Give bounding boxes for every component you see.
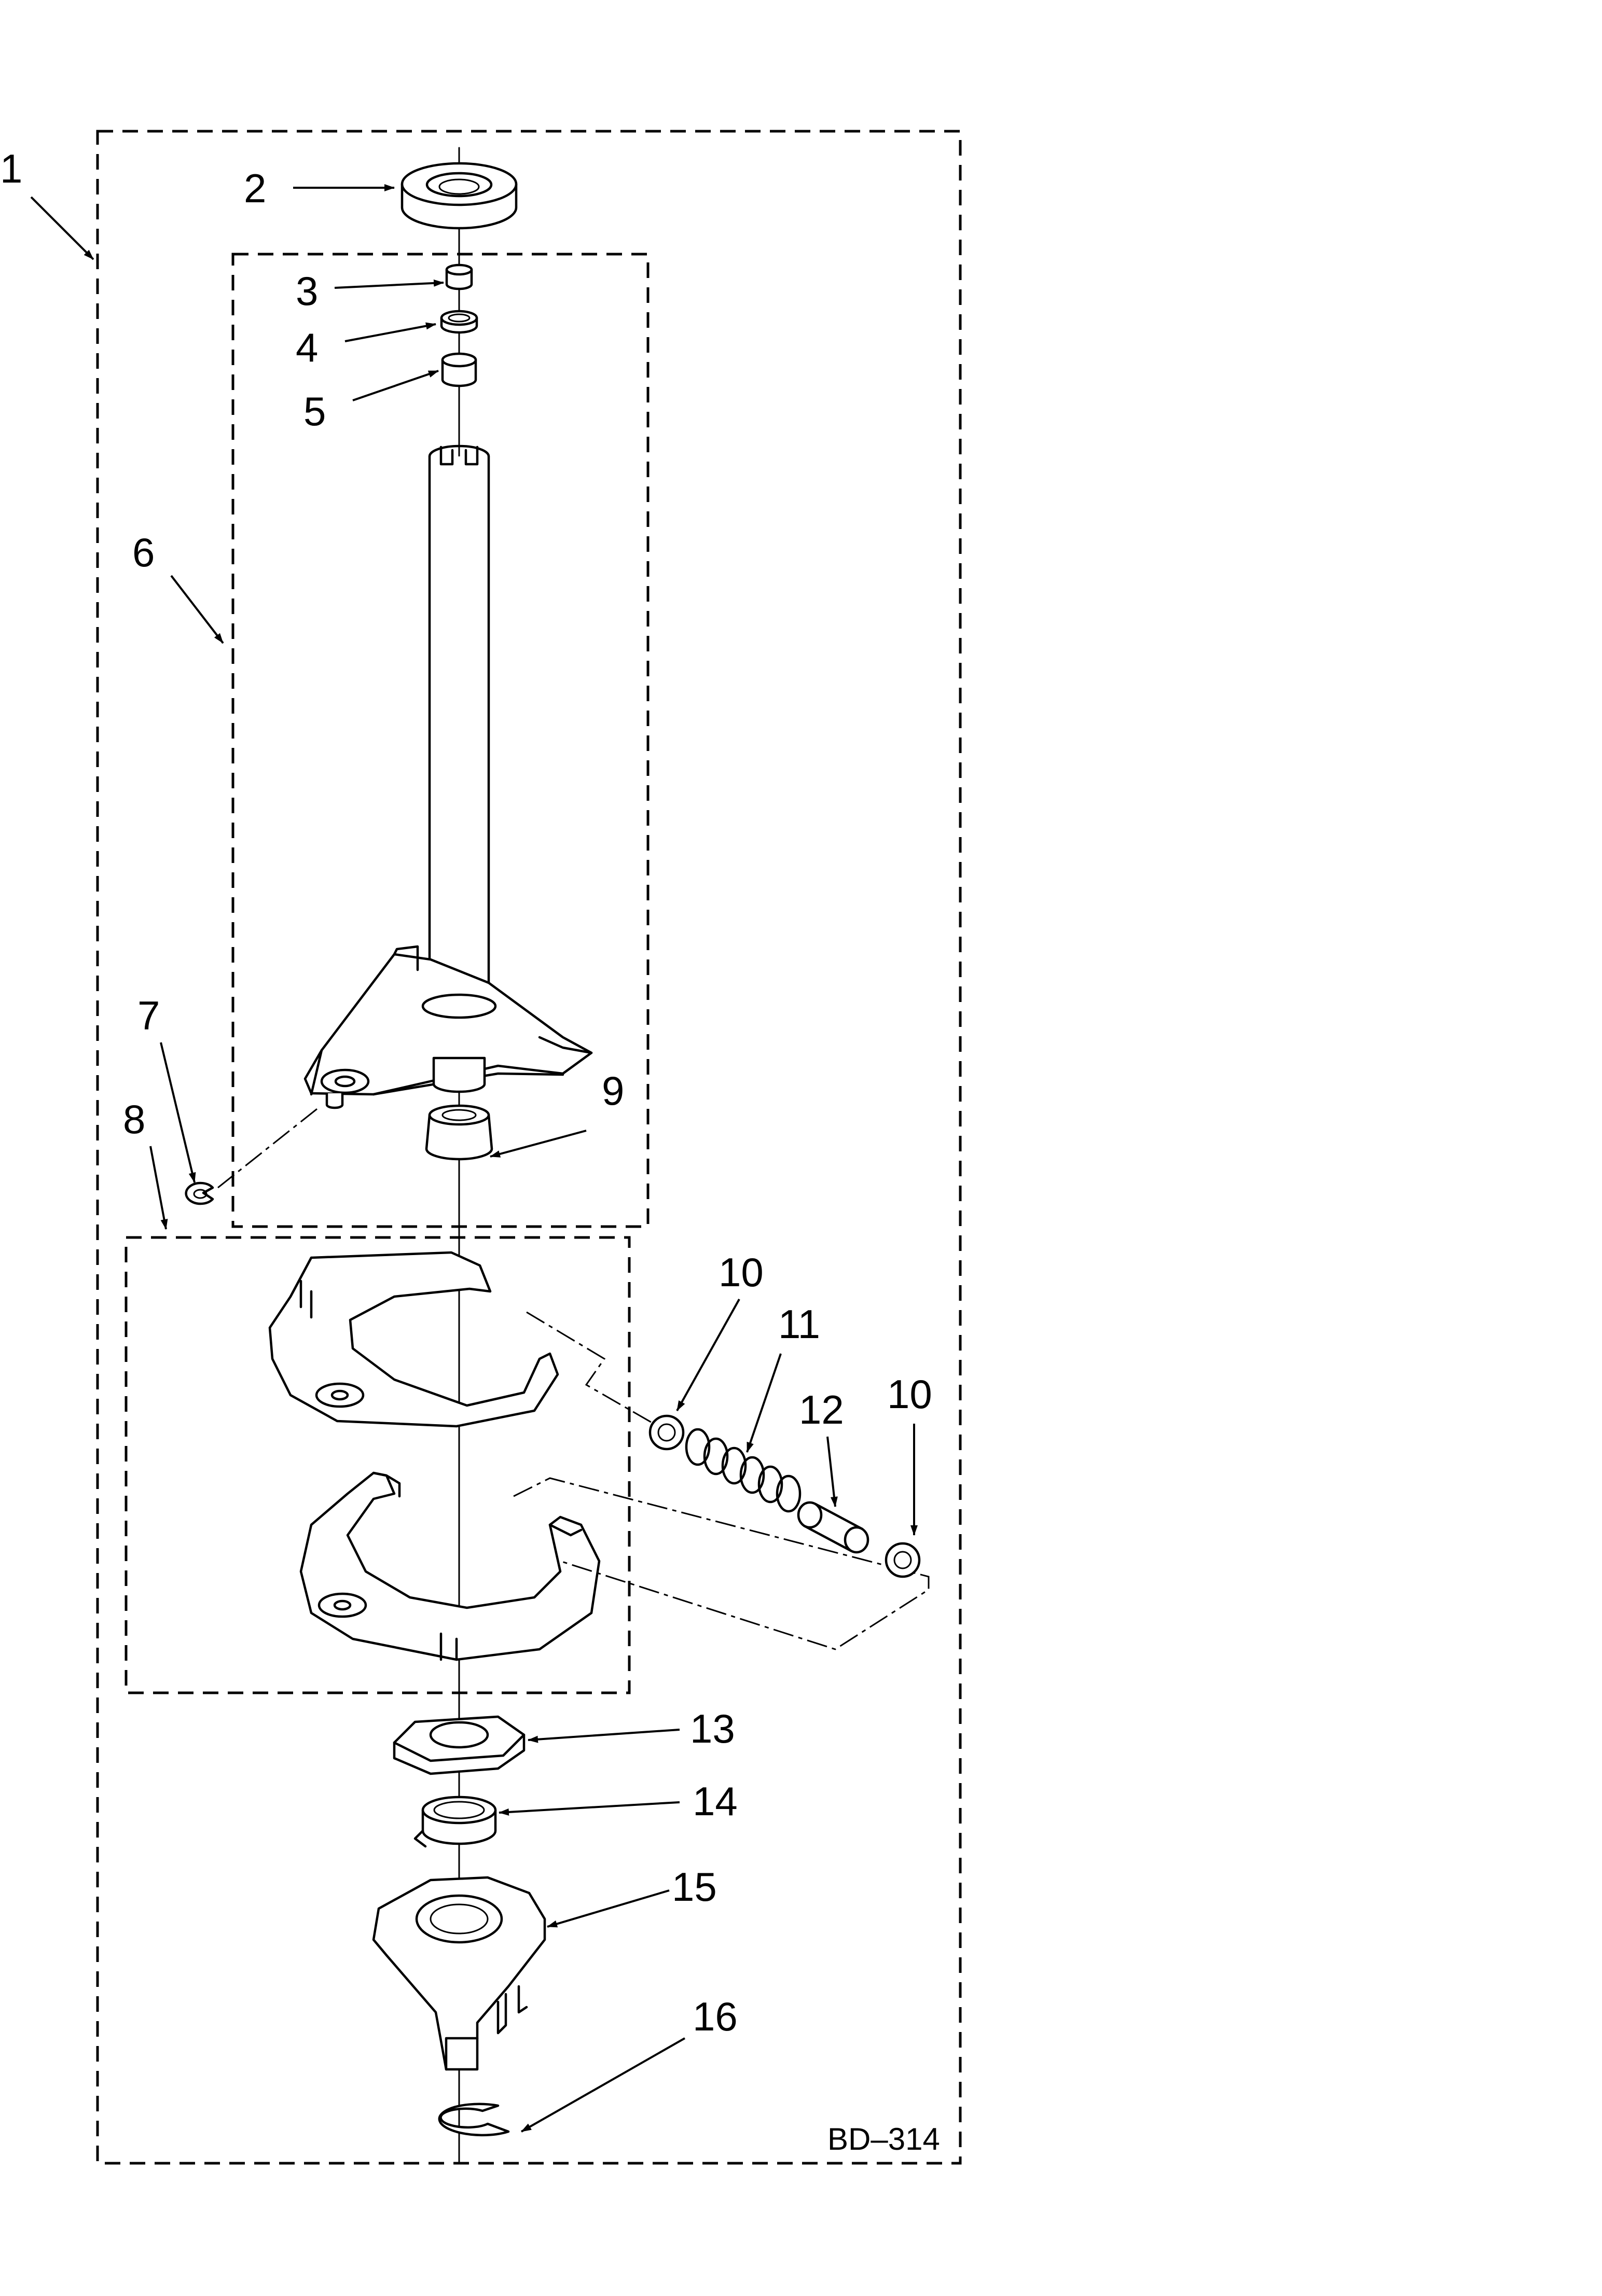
spring-guide-lower [513,1477,930,1650]
label-6: 6 [132,530,155,575]
part-13-bracket [393,1715,526,1775]
label-9: 9 [602,1068,624,1114]
part-14-collar [413,1796,497,1848]
label-15: 15 [672,1864,717,1910]
label-16: 16 [693,1994,738,2039]
leader-arrows [30,184,918,2133]
part-8-brake-shoes [268,1251,601,1661]
part-15-lever [372,1876,546,2071]
part-2-seal [400,162,518,230]
part-11-spring [685,1428,802,1513]
part-10-washer-right [885,1542,921,1578]
clip-assembly-line [217,1106,320,1189]
part-16-retaining-ring [438,2103,510,2137]
label-11: 11 [778,1301,820,1347]
label-3: 3 [296,268,318,314]
part-12-pin [797,1501,869,1554]
outer-assembly-border [96,130,962,2165]
label-1: 1 [0,146,22,191]
diagram-code: BD–314 [827,2122,940,2156]
part-7-clip [185,1181,214,1205]
label-2: 2 [244,165,266,211]
brake-assembly-border [125,1236,631,1694]
part-9-bushing [425,1104,493,1161]
label-4: 4 [296,325,318,370]
label-13: 13 [690,1706,735,1751]
part-6-tube-and-bracket [303,444,593,1109]
label-10-right: 10 [887,1371,932,1417]
label-8: 8 [123,1096,145,1142]
callout-labels: 1 2 3 4 5 6 7 8 9 10 11 12 10 13 14 15 1… [0,146,940,2156]
label-5: 5 [303,388,326,434]
label-7: 7 [137,993,160,1038]
tube-assembly-border [231,253,650,1228]
spring-guide-upper [526,1311,654,1425]
label-12: 12 [799,1387,844,1432]
part-10-washer-left [648,1414,685,1451]
part-4-washer [440,310,478,334]
part-3-bushing [445,263,473,290]
label-10-left: 10 [719,1249,764,1295]
part-5-bearing [441,352,477,387]
label-14: 14 [693,1778,738,1824]
